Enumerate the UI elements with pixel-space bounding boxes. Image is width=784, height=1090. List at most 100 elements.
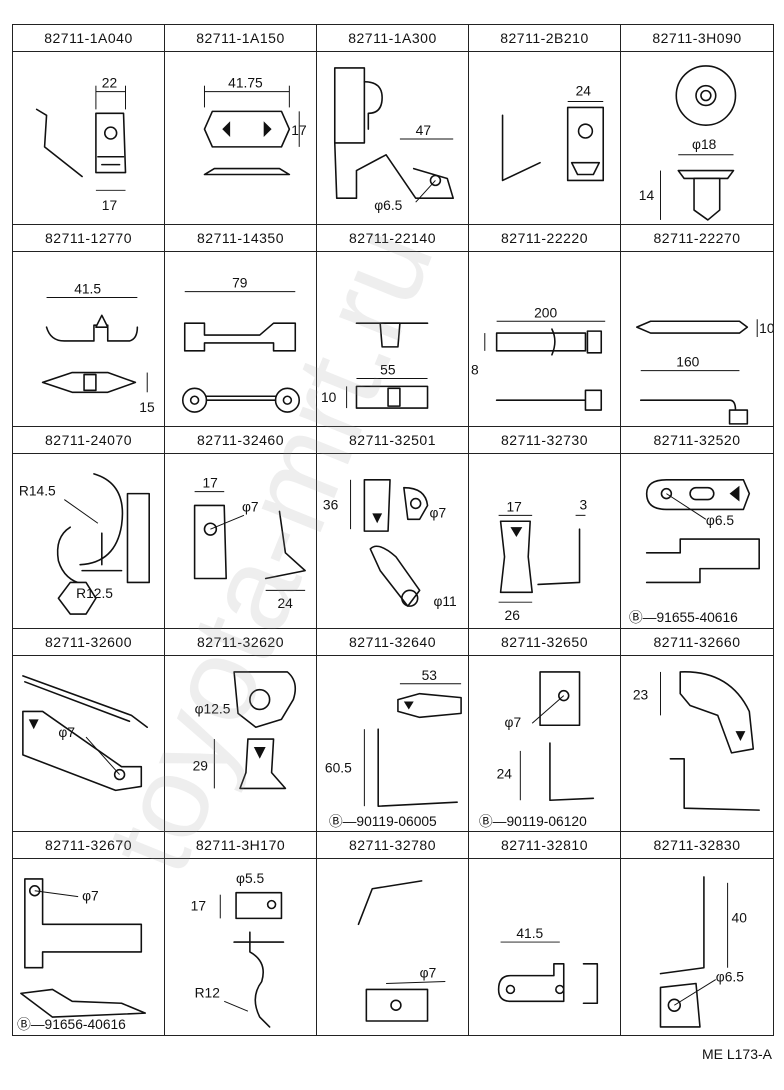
callout: φ6.5 — [706, 512, 734, 528]
part-cell[interactable]: 82711-32600 φ7 — [12, 628, 165, 832]
callout: 17 — [102, 197, 117, 213]
part-drawing: φ18 14 — [621, 52, 773, 224]
part-number: 82711-2B210 — [469, 25, 620, 52]
part-cell[interactable]: 82711-32830 40 φ6.5 — [620, 831, 774, 1036]
part-cell[interactable]: 82711-32780 φ7 — [316, 831, 469, 1036]
callout: φ7 — [420, 965, 437, 981]
part-cell[interactable]: 82711-32660 23 — [620, 628, 774, 832]
callout: 60.5 — [325, 760, 352, 776]
callout: φ6.5 — [374, 197, 402, 213]
part-number: 82711-22270 — [621, 225, 773, 252]
part-drawing: 53 60.5 Ⓑ—90119-06005 — [317, 656, 468, 831]
part-number: 82711-32730 — [469, 427, 620, 454]
part-drawing: 36 φ7 φ11 — [317, 454, 468, 628]
part-cell[interactable]: 82711-14350 79 — [164, 224, 317, 427]
part-cell[interactable]: 82711-22140 55 10 — [316, 224, 469, 427]
callout: 10 — [321, 389, 337, 405]
parts-catalog-grid: 82711-1A040 22 17 82711-1A150 — [12, 24, 774, 1036]
part-number: 82711-32780 — [317, 832, 468, 859]
part-drawing: φ12.5 29 — [165, 656, 316, 831]
part-number: 82711-32660 — [621, 629, 773, 656]
callout: Ⓑ—90119-06005 — [329, 813, 437, 829]
part-drawing: 40 φ6.5 — [621, 859, 773, 1035]
part-cell[interactable]: 82711-32640 53 60.5 Ⓑ—90119-06005 — [316, 628, 469, 832]
part-cell[interactable]: 82711-1A150 41.75 17 — [164, 24, 317, 225]
callout: φ6.5 — [716, 969, 744, 985]
part-cell[interactable]: 82711-3H170 φ5.5 17 R12 — [164, 831, 317, 1036]
callout: 41.5 — [516, 925, 543, 941]
part-number: 82711-32650 — [469, 629, 620, 656]
part-number: 82711-1A040 — [13, 25, 164, 52]
part-cell[interactable]: 82711-32810 41.5 — [468, 831, 621, 1036]
part-number: 82711-1A150 — [165, 25, 316, 52]
callout: Ⓑ—90119-06120 — [479, 813, 587, 829]
callout: 24 — [576, 83, 592, 99]
part-cell[interactable]: 82711-24070 R14.5 R12.5 — [12, 426, 165, 629]
callout: φ7 — [82, 888, 99, 904]
part-cell[interactable]: 82711-2B210 24 — [468, 24, 621, 225]
part-number: 82711-3H170 — [165, 832, 316, 859]
callout: 10 — [759, 320, 773, 336]
part-number: 82711-32670 — [13, 832, 164, 859]
part-cell[interactable]: 82711-22220 200 8 — [468, 224, 621, 427]
part-number: 82711-24070 — [13, 427, 164, 454]
part-cell[interactable]: 82711-22270 10 160 — [620, 224, 774, 427]
callout: 40 — [732, 909, 748, 925]
callout: φ5.5 — [236, 870, 264, 886]
part-number: 82711-22140 — [317, 225, 468, 252]
callout: 36 — [323, 496, 339, 512]
callout: φ7 — [58, 724, 75, 740]
callout: 17 — [291, 122, 306, 138]
callout: φ11 — [433, 593, 456, 609]
part-cell[interactable]: 82711-12770 41.5 15 — [12, 224, 165, 427]
part-number: 82711-12770 — [13, 225, 164, 252]
part-drawing: 200 8 — [469, 252, 620, 426]
part-cell[interactable]: 82711-32650 φ7 24 Ⓑ—90119-06120 — [468, 628, 621, 832]
part-cell[interactable]: 82711-32730 17 26 3 — [468, 426, 621, 629]
part-number: 82711-1A300 — [317, 25, 468, 52]
part-drawing: 41.5 — [469, 859, 620, 1035]
part-drawing: 55 10 — [317, 252, 468, 426]
callout: 17 — [203, 475, 218, 491]
part-drawing: 47 φ6.5 — [317, 52, 468, 224]
part-cell[interactable]: 82711-1A300 47 φ6.5 — [316, 24, 469, 225]
callout: R14.5 — [19, 483, 56, 499]
callout: 47 — [416, 122, 431, 138]
part-number: 82711-32640 — [317, 629, 468, 656]
part-cell[interactable]: 82711-32460 17 φ7 24 — [164, 426, 317, 629]
part-cell[interactable]: 82711-1A040 22 17 — [12, 24, 165, 225]
part-cell[interactable]: 82711-32620 φ12.5 29 — [164, 628, 317, 832]
callout: 29 — [193, 758, 209, 774]
callout: 17 — [191, 897, 206, 913]
part-number: 82711-22220 — [469, 225, 620, 252]
part-cell[interactable]: 82711-32670 φ7 Ⓑ—91656-40616 — [12, 831, 165, 1036]
part-number: 82711-32501 — [317, 427, 468, 454]
part-number: 82711-32830 — [621, 832, 773, 859]
part-cell[interactable]: 82711-32520 φ6.5 Ⓑ—91655-40616 — [620, 426, 774, 629]
part-cell[interactable]: 82711-3H090 φ18 14 — [620, 24, 774, 225]
part-number: 82711-32620 — [165, 629, 316, 656]
part-drawing: φ7 — [317, 859, 468, 1035]
callout: R12 — [195, 984, 220, 1000]
part-drawing: 17 26 3 — [469, 454, 620, 628]
callout: 160 — [676, 354, 699, 370]
part-number: 82711-32520 — [621, 427, 773, 454]
part-drawing: 22 17 — [13, 52, 164, 224]
part-drawing: 23 — [621, 656, 773, 831]
callout: 26 — [505, 607, 521, 623]
callout: 23 — [633, 687, 649, 703]
callout: Ⓑ—91656-40616 — [17, 1016, 126, 1032]
part-number: 82711-3H090 — [621, 25, 773, 52]
part-drawing: 17 φ7 24 — [165, 454, 316, 628]
callout: 15 — [139, 399, 155, 415]
callout: 17 — [507, 498, 522, 514]
part-drawing: φ6.5 Ⓑ—91655-40616 — [621, 454, 773, 628]
callout: 53 — [422, 667, 438, 683]
callout: 41.75 — [228, 75, 263, 91]
part-number: 82711-32600 — [13, 629, 164, 656]
part-drawing: φ7 — [13, 656, 164, 831]
part-drawing: φ5.5 17 R12 — [165, 859, 316, 1035]
callout: 41.5 — [74, 281, 101, 297]
part-cell[interactable]: 82711-32501 36 φ7 φ11 — [316, 426, 469, 629]
callout: 200 — [534, 304, 557, 320]
